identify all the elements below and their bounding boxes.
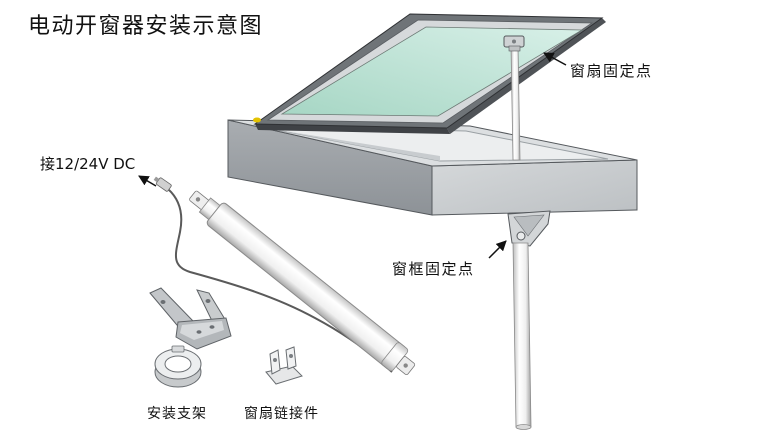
installed-actuator-lower <box>507 210 551 430</box>
bracket-right-hole <box>205 299 211 303</box>
mounting-bracket-label: 安装支架 <box>147 406 207 422</box>
hinge-marker <box>253 117 261 123</box>
actuator-rear-hole <box>403 363 408 368</box>
bracket-left-hole <box>160 300 166 304</box>
sash-bottom-thickness <box>255 124 450 134</box>
sash-fixing-bracket-base <box>508 45 521 52</box>
actuator-lower-tube-cap <box>515 424 532 430</box>
power-input-label: 接12/24V DC <box>40 155 136 173</box>
linear-actuator <box>189 190 416 375</box>
bracket-base-hole-2 <box>209 325 215 329</box>
sash-connector-label: 窗扇链接件 <box>244 406 319 422</box>
power-plug <box>153 176 172 192</box>
mounting-bracket <box>149 287 232 350</box>
sash-fixing-pin <box>512 39 516 44</box>
frame-fixing-bracket-web <box>513 214 545 237</box>
bracket-base-hole-1 <box>196 330 202 334</box>
plug-tip <box>153 176 160 183</box>
power-cable <box>167 188 393 373</box>
actuator-lower-tube <box>512 242 532 428</box>
frame-fixing-pin <box>516 231 526 241</box>
ring-clamp-bore <box>164 355 192 373</box>
frame-fixing-point-label: 窗框固定点 <box>392 260 475 278</box>
roof-window-curb <box>227 119 638 216</box>
power-arrow <box>138 175 157 187</box>
curb-right-face <box>431 159 638 216</box>
window-sash <box>253 13 606 134</box>
sash-connector <box>265 346 303 385</box>
sash-glass <box>280 26 584 117</box>
actuator-upper-rod <box>510 45 521 161</box>
frame-fixing-arrow <box>488 240 507 259</box>
sash-side-thickness <box>447 18 606 134</box>
curb-inner-wall <box>256 126 440 161</box>
ring-clamp-tab <box>171 345 185 353</box>
connector-right-hole <box>289 354 293 358</box>
sash-fixing-arrow <box>543 52 567 66</box>
actuator-front-hole <box>195 197 201 202</box>
ring-clamp <box>154 345 202 388</box>
connector-left-hole <box>273 358 277 362</box>
diagram-title: 电动开窗器安装示意图 <box>28 14 264 39</box>
sash-fixing-point-label: 窗扇固定点 <box>570 62 653 80</box>
installed-actuator-upper <box>503 35 525 161</box>
